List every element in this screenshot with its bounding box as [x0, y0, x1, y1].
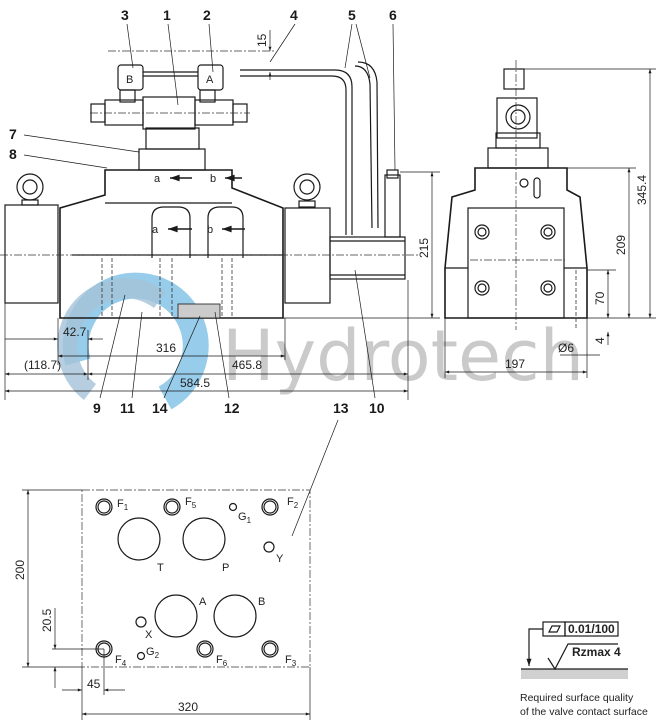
flow-marker-b1: b: [210, 173, 216, 185]
solenoid-label-a: A: [206, 74, 214, 86]
hole-f4-label: F4: [115, 654, 127, 668]
roughness-value: Rzmax 4: [572, 645, 621, 659]
pin-g2-label: G2: [146, 646, 160, 660]
callout-2: 2: [203, 7, 211, 23]
surface-spec: 0.01/100 Rzmax 4: [521, 621, 628, 679]
flatness-icon: [548, 625, 561, 633]
callout-4: 4: [290, 7, 298, 23]
dim-320: 320: [178, 700, 198, 714]
hole-f6-label: F6: [216, 654, 228, 668]
port-p-label: P: [222, 562, 229, 574]
roughness-icon: [547, 643, 618, 671]
flow-marker-a1: a: [154, 173, 161, 185]
dim-42-7: 42.7: [63, 325, 87, 339]
callout-13: 13: [333, 400, 349, 416]
dim-197: 197: [505, 357, 525, 371]
callout-3: 3: [121, 7, 129, 23]
callout-6: 6: [389, 7, 397, 23]
port-a-label: A: [199, 596, 207, 608]
callout-1: 1: [163, 7, 171, 23]
end-view: [444, 60, 588, 330]
callout-8: 8: [9, 146, 17, 162]
callout-11: 11: [120, 400, 135, 416]
end-dimensions: 345.4 209 70 4 Ø6 197: [444, 68, 656, 378]
watermark-logo: [57, 272, 209, 410]
dim-dia-6: Ø6: [558, 341, 574, 355]
dim-465-8: 465.8: [232, 358, 262, 372]
dim-209: 209: [614, 235, 628, 255]
dim-200: 200: [13, 560, 27, 580]
hole-f3-label: F3: [285, 654, 297, 668]
hole-f5-label: F5: [185, 496, 197, 510]
solenoid-label-b: B: [126, 74, 133, 86]
callout-5: 5: [348, 7, 356, 23]
dim-118-7: (118.7): [24, 358, 61, 372]
dim-345-4: 345.4: [635, 175, 649, 205]
surface-note: Required surface quality of the valve co…: [520, 691, 648, 719]
port-x-label: X: [145, 629, 153, 641]
dim-215: 215: [417, 238, 431, 258]
callout-14: 14: [152, 400, 168, 416]
callouts: 1 2 3 4 5 6 7 8 9 10 11 12 13 14: [9, 7, 397, 537]
side-view: B A: [0, 50, 420, 319]
flow-marker-a2: a: [152, 224, 159, 236]
callout-9: 9: [93, 400, 101, 416]
port-b-label: B: [258, 596, 265, 608]
surface-note-line1: Required surface quality: [520, 692, 634, 704]
dim-20-5: 20.5: [40, 608, 54, 632]
side-dimensions: 15 215 42.7 316 (118.7) 465.8 584.5: [4, 30, 440, 400]
port-y-label: Y: [276, 553, 284, 565]
dim-584-5: 584.5: [180, 376, 210, 390]
dim-45: 45: [87, 677, 101, 691]
callout-12: 12: [224, 400, 240, 416]
porting-dimensions: 200 20.5 45 320: [13, 489, 311, 720]
flatness-value: 0.01/100: [568, 622, 615, 636]
dim-15: 15: [255, 33, 269, 47]
flow-marker-b2: b: [207, 224, 213, 236]
dim-4: 4: [593, 337, 607, 344]
dim-70: 70: [593, 291, 607, 305]
hole-f1-label: F1: [117, 498, 129, 512]
callout-7: 7: [9, 126, 17, 142]
callout-10: 10: [369, 400, 385, 416]
dim-316: 316: [156, 341, 176, 355]
pin-g1-label: G1: [238, 511, 252, 525]
port-t-label: T: [157, 562, 164, 574]
porting-pattern: T P A B X Y F1 F5 F2 F3 F4 F6 G1 G2: [81, 489, 311, 668]
surface-note-line2: of the valve contact surface: [520, 706, 648, 718]
hole-f2-label: F2: [287, 496, 299, 510]
